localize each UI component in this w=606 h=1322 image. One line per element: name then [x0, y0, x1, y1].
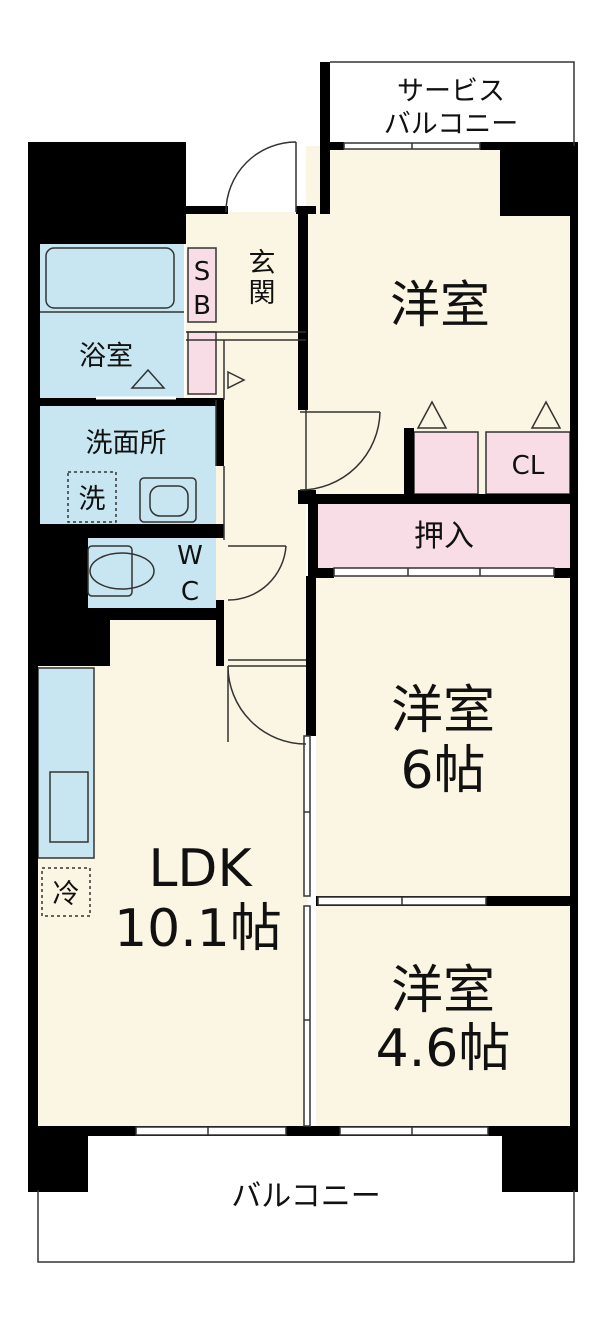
- toilet: [87, 545, 133, 597]
- service-balcony-label-1: サービス: [397, 76, 505, 107]
- window-ldk-bottom: [135, 1126, 287, 1136]
- ldk-size: 10.1帖: [114, 899, 282, 959]
- closet-marker-a: [416, 400, 448, 429]
- labels: サービス バルコニー 洋室 玄 関 S B 浴室 洗面所 洗 CL 押入 W C…: [53, 76, 545, 1214]
- wall-entrance-top: [186, 206, 228, 214]
- bathtub: [45, 247, 175, 309]
- wall-oshiire-left: [308, 504, 318, 576]
- wall-wash-wc: [40, 524, 224, 538]
- wall-bottom: [28, 1126, 578, 1136]
- washbasin: [139, 477, 197, 523]
- closet-marker-b: [530, 400, 562, 429]
- balcony-area: [38, 1136, 574, 1260]
- door-top-bedroom: [299, 411, 381, 491]
- hall-storage: [187, 331, 217, 395]
- hall-storage-marker: [227, 370, 246, 390]
- oshiire-storage: [316, 504, 574, 570]
- balcony-rail: [37, 1190, 575, 1263]
- closet-left: [413, 431, 479, 495]
- service-balcony-area: [328, 62, 574, 146]
- door-wc: [227, 545, 287, 601]
- wc-label-2: C: [181, 577, 199, 607]
- ldk-label: LDK: [148, 839, 253, 899]
- sliding-door-ldk-low: [303, 905, 311, 1127]
- western-room-mid-label: 洋室: [391, 681, 495, 741]
- wall-oshiire-bottom-b: [554, 568, 574, 578]
- wall-wc-bottom: [88, 608, 224, 620]
- washroom-floor: [40, 406, 216, 524]
- service-balcony-label-2: バルコニー: [384, 109, 518, 140]
- western-room-top-label: 洋室: [390, 276, 490, 334]
- western-room-low-size: 4.6帖: [376, 1019, 511, 1079]
- bath-door-marker: [130, 368, 166, 389]
- wc-label-1: W: [177, 541, 203, 571]
- openings: [135, 142, 555, 1136]
- bath-label: 浴室: [79, 341, 133, 372]
- bath-floor: [40, 244, 184, 400]
- wall-ldk-right: [306, 576, 316, 736]
- fridge-space: [41, 867, 91, 917]
- column-bottom-left: [28, 1126, 88, 1192]
- wall-service-left: [320, 62, 330, 214]
- column-top-left: [28, 142, 186, 244]
- service-balcony-rail: [330, 61, 575, 146]
- sliding-door-ldk-mid: [303, 735, 311, 897]
- column-top-right: [500, 142, 578, 216]
- wall-closet-left: [404, 428, 414, 496]
- sb-storage: [187, 247, 217, 323]
- wall-left-lower: [28, 666, 38, 1128]
- walls: [28, 62, 578, 1192]
- wall-entrance-top-b: [296, 206, 316, 214]
- wall-service-bottom-b: [480, 142, 504, 150]
- washroom-label: 洗面所: [86, 428, 167, 459]
- sb-label-2: B: [193, 291, 211, 321]
- washer-space: [67, 471, 117, 523]
- entrance-label-1: 玄: [249, 248, 276, 279]
- kitchen-counter: [37, 667, 95, 859]
- balcony-label: バルコニー: [231, 1179, 380, 1214]
- door-swings: [215, 141, 381, 745]
- fridge-label: 冷: [53, 879, 80, 910]
- entrance-label-2: 関: [249, 278, 276, 309]
- door-ldk: [227, 665, 307, 745]
- wall-oshiire-bottom-a: [316, 568, 334, 578]
- wall-right: [570, 146, 578, 1128]
- column-bottom-right: [502, 1126, 578, 1192]
- wall-left-upper: [28, 244, 40, 536]
- oshiire-label: 押入: [414, 519, 474, 554]
- closet-label: CL: [512, 451, 545, 481]
- wall-wet-right: [216, 406, 224, 466]
- wall-wet-right-b: [216, 600, 224, 666]
- door-entrance: [225, 141, 297, 213]
- sb-label-1: S: [194, 257, 211, 287]
- washer-label: 洗: [79, 484, 106, 515]
- western-room-low-floor: [316, 906, 574, 1128]
- western-room-mid-floor: [316, 576, 574, 896]
- wall-wet-divider: [40, 398, 224, 406]
- western-room-mid-size: 6帖: [400, 741, 485, 801]
- window-low-bottom: [339, 1126, 489, 1136]
- western-room-low-label: 洋室: [391, 961, 495, 1021]
- wall-bedroom-top-bottom: [306, 494, 574, 504]
- outlines: [37, 61, 575, 1263]
- wall-service-bottom-a: [320, 142, 344, 150]
- closet-cl: [485, 431, 571, 495]
- sliding-door-oshiire: [333, 567, 555, 577]
- sink-in-counter: [49, 771, 89, 843]
- wall-hall-right-a: [298, 214, 308, 410]
